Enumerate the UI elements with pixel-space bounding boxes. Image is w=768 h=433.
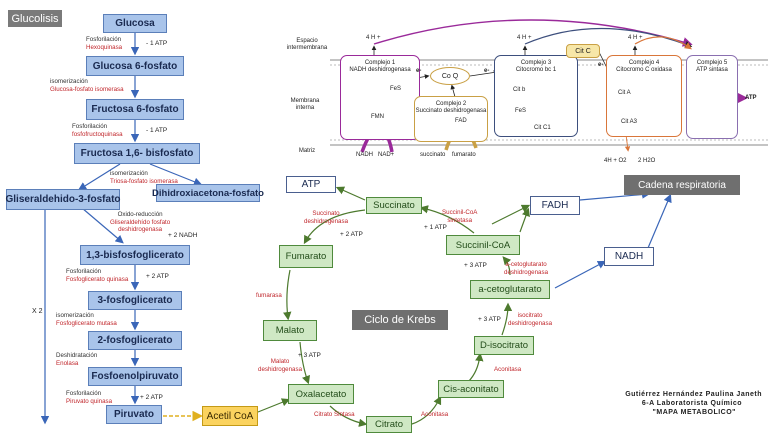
- part-nad: NAD+: [378, 152, 395, 158]
- node-fructosa-6-fosfato: Fructosa 6-fosfato: [86, 99, 184, 120]
- complejo-2: Complejo 2 Succinato deshidrogenasa: [414, 96, 488, 142]
- protons-1: 4 H +: [366, 35, 381, 41]
- part-cit-c1: Cit C1: [534, 125, 551, 131]
- cadena-respiratoria-box: Cadena respiratoria: [624, 175, 740, 195]
- acetil-to-oxalacetato-arrow: [257, 398, 291, 413]
- krebs-atp-box: ATP: [286, 176, 336, 193]
- coq-oval: Co Q: [430, 67, 470, 85]
- electron-1: e-: [416, 68, 422, 74]
- node-2-fosfoglicerato: 2-fosfoglicerato: [88, 331, 182, 350]
- part-fmn: FMN: [371, 114, 384, 120]
- enz-malato-atp: + 3 ATP: [298, 352, 321, 359]
- node-acetil-coa: Acetil CoA: [202, 406, 258, 426]
- enz-aconitasa-1: Aconitasa: [421, 411, 449, 418]
- x2-label: X 2: [32, 308, 43, 315]
- proton-arc-orange: [634, 36, 692, 50]
- node-d-isocitrato: D-isocitrato: [474, 336, 534, 355]
- node-fructosa-16-bisfosfato: Fructosa 1,6- bisfosfato: [74, 143, 200, 164]
- protons-3: 4 H +: [628, 35, 643, 41]
- part-cit-a3: Cit A3: [621, 119, 638, 125]
- part-succinato: succinato: [420, 152, 446, 158]
- complejo-3: Complejo 3 Citocromo bc 1: [494, 55, 578, 137]
- proton-arc-navy: [524, 27, 693, 48]
- krebs-to-chain-arrows: [554, 190, 672, 289]
- node-fosfoenolpiruvato: Fosfoenolpiruvato: [88, 367, 182, 386]
- node-glucosa-6-fosfato: Glucosa 6-fosfato: [86, 56, 184, 76]
- part-h2o: 2 H2O: [638, 158, 656, 164]
- step-9-atp: + 2 ATP: [140, 394, 163, 401]
- electron-3: e-: [598, 62, 604, 68]
- author-signature: Gutiérrez Hernández Paulina Janeth 6-A L…: [625, 391, 762, 416]
- node-3-fosfoglicerato: 3-fosfoglicerato: [88, 291, 182, 310]
- glycolysis-title: Glucolisis: [8, 10, 62, 27]
- node-dihidroxiacetona-fosfato: Dihidroxiacetona-fosfato: [152, 184, 264, 202]
- complejo-5: Complejo 5 ATP sintasa: [686, 55, 738, 139]
- part-fumarato: fumarato: [452, 152, 476, 158]
- node-malato: Malato: [263, 320, 317, 341]
- fadh-box: FADH: [530, 196, 580, 215]
- complejo-4: Complejo 4 Citocromo C oxidasa: [606, 55, 682, 137]
- electron-2: e-: [484, 68, 490, 74]
- enz-fumarasa: fumarasa: [256, 292, 282, 299]
- node-gliseraldehido-3-fosfato: Gliseraldehido-3-fosfato: [6, 189, 121, 210]
- node-glucosa: Glucosa: [103, 14, 167, 33]
- step-3-atp: - 1 ATP: [146, 127, 168, 134]
- part-fad: FAD: [455, 118, 467, 124]
- node-succinil-coa: Succinil-CoA: [446, 235, 520, 255]
- part-cit-b: Cit b: [513, 87, 526, 93]
- complejo-1: Complejo 1 NADH deshidrogenasa: [340, 55, 420, 140]
- node-a-cetoglutarato: a-cetoglutarato: [470, 280, 550, 299]
- krebs-arrows: [283, 186, 531, 427]
- node-cis-aconitato: Cis-aconitato: [438, 380, 504, 398]
- node-fumarato: Fumarato: [279, 245, 333, 268]
- enz-succinil-atp: + 1 ATP: [424, 224, 447, 231]
- krebs-title: Ciclo de Krebs: [352, 310, 448, 330]
- protons-2: 4 H +: [517, 35, 532, 41]
- cit-c: Cit C: [566, 44, 600, 58]
- step-1-atp: - 1 ATP: [146, 40, 168, 47]
- step-6-atp: + 2 ATP: [146, 273, 169, 280]
- part-cit-a: Cit A: [618, 90, 631, 96]
- enz-citrato-sintasa: Citrato Sintasa: [314, 411, 355, 418]
- enz-succinato-atp: + 2 ATP: [340, 231, 363, 238]
- node-citrato: Citrato: [366, 416, 412, 433]
- label-matriz: Matriz: [298, 148, 316, 154]
- enz-isocitrato-atp: + 3 ATP: [478, 316, 501, 323]
- step-5-atp: + 2 NADH: [168, 232, 198, 239]
- enz-acetoglutarato-atp: + 3 ATP: [464, 262, 487, 269]
- nadh-box: NADH: [604, 247, 654, 266]
- part-nadh: NADH: [356, 152, 374, 158]
- enz-aconitasa-2: Aconitasa: [494, 366, 522, 373]
- part-atp-out: ATP: [745, 95, 757, 101]
- glycolysis-arrows: [40, 33, 203, 425]
- part-o2: 4H + O2: [604, 158, 627, 164]
- node-oxalacetato: Oxalacetato: [288, 384, 354, 404]
- node-13-bisfosfoglicerato: 1,3-bisfosfoglicerato: [80, 245, 190, 265]
- node-succinato: Succinato: [366, 197, 422, 214]
- part-fes: FeS: [390, 86, 402, 92]
- node-piruvato: Piruvato: [106, 405, 162, 424]
- part-fes-2: FeS: [515, 108, 527, 114]
